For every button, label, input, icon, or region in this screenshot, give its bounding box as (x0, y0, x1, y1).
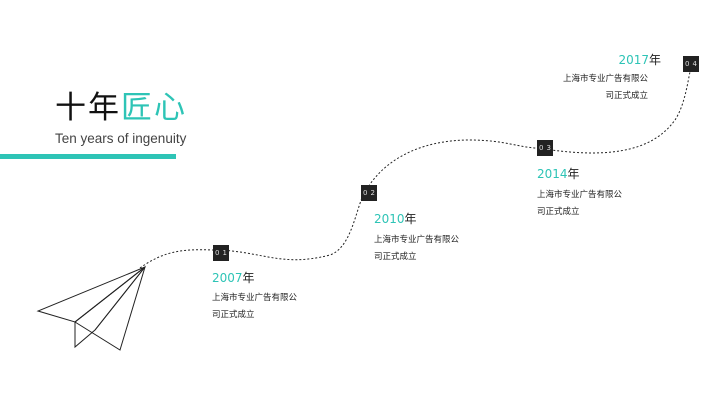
desc-line: 司正式成立 (537, 207, 580, 217)
year-number: 2017 (618, 53, 649, 67)
desc-line: 司正式成立 (212, 310, 255, 320)
title-black: 十年 (55, 90, 121, 126)
year-unit: 年 (242, 271, 255, 285)
year-unit: 年 (648, 53, 661, 67)
dashed-route (139, 71, 691, 269)
milestone-year: 2010年 (374, 210, 417, 227)
desc-line: 司正式成立 (374, 252, 417, 262)
desc-line: 上海市专业广告有限公 (212, 293, 298, 303)
accent-bar (0, 154, 176, 159)
title-accent: 匠心 (121, 90, 187, 126)
page-title: 十年匠心 (55, 88, 187, 128)
desc-line: 上海市专业广告有限公 (374, 235, 460, 245)
milestone-year: 2014年 (537, 165, 580, 182)
desc-line: 司正式成立 (605, 91, 648, 101)
milestone-desc: 上海市专业广告有限公司正式成立 (537, 187, 622, 221)
milestone-year: 2017年 (618, 51, 661, 68)
milestone-badge-01: 01 (213, 245, 229, 261)
page-subtitle: Ten years of ingenuity (55, 131, 187, 146)
paper-plane-icon (36, 265, 146, 351)
year-unit: 年 (567, 167, 580, 181)
milestone-desc: 上海市专业广告有限公司正式成立 (374, 232, 459, 266)
milestone-badge-02: 02 (361, 185, 377, 201)
milestone-year: 2007年 (212, 269, 255, 286)
milestone-badge-04: 04 (683, 56, 699, 72)
year-number: 2014 (537, 167, 568, 181)
milestone-desc: 上海市专业广告有限公司正式成立 (212, 290, 297, 324)
year-number: 2010 (374, 212, 405, 226)
desc-line: 上海市专业广告有限公 (537, 190, 623, 200)
milestone-badge-03: 03 (537, 140, 553, 156)
milestone-desc: 上海市专业广告有限公司正式成立 (563, 71, 648, 105)
desc-line: 上海市专业广告有限公 (562, 74, 648, 84)
year-unit: 年 (404, 212, 417, 226)
year-number: 2007 (212, 271, 243, 285)
